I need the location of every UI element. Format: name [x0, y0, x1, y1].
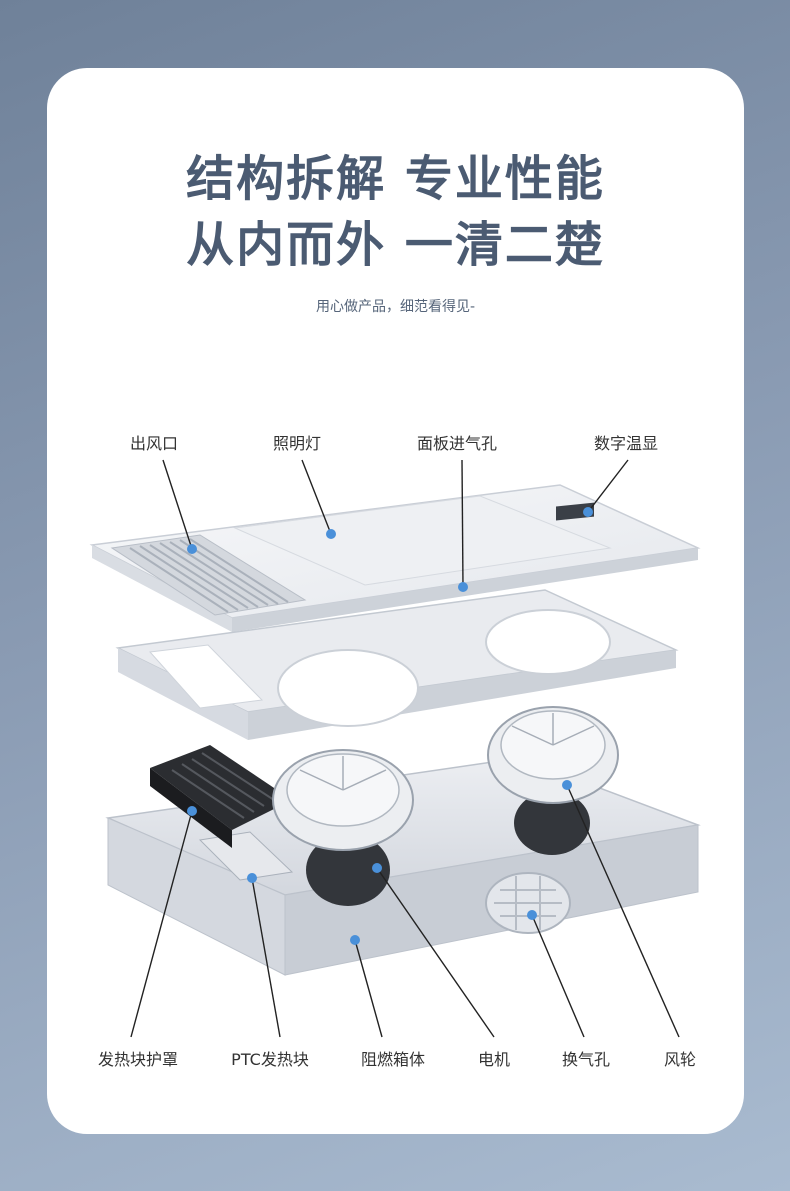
- label-panel-intake: 面板进气孔: [416, 434, 498, 453]
- label-vent-hole: 换气孔: [561, 1050, 611, 1069]
- dot-vent-hole: [527, 910, 537, 920]
- leader-lines: [130, 459, 680, 1038]
- label-ptc-heater: PTC发热块: [231, 1050, 309, 1069]
- label-digital-temp: 数字温显: [593, 434, 659, 453]
- headline-line-1: 结构拆解 专业性能: [186, 151, 605, 207]
- subtitle: 用心做产品，细范看得见-: [315, 299, 476, 315]
- housing-box: [105, 706, 701, 976]
- inner-frame: [115, 589, 679, 740]
- label-air-outlet: 出风口: [129, 434, 179, 453]
- label-flame-box: 阻燃箱体: [360, 1050, 426, 1069]
- dot-heater-cover: [187, 806, 197, 816]
- dot-impeller: [562, 780, 572, 790]
- label-motor: 电机: [477, 1050, 511, 1069]
- dot-motor: [372, 863, 382, 873]
- label-lighting-lamp: 照明灯: [272, 434, 322, 453]
- headline-line-2: 从内而外 一清二楚: [186, 217, 605, 273]
- dot-digital-temp: [583, 507, 593, 517]
- dot-lighting-lamp: [326, 529, 336, 539]
- dot-flame-box: [350, 935, 360, 945]
- dot-ptc-heater: [247, 873, 257, 883]
- dot-air-outlet: [187, 544, 197, 554]
- callout-dots: [187, 507, 593, 945]
- dot-panel-intake: [458, 582, 468, 592]
- label-heater-cover: 发热块护罩: [97, 1050, 179, 1069]
- label-impeller: 风轮: [663, 1050, 697, 1069]
